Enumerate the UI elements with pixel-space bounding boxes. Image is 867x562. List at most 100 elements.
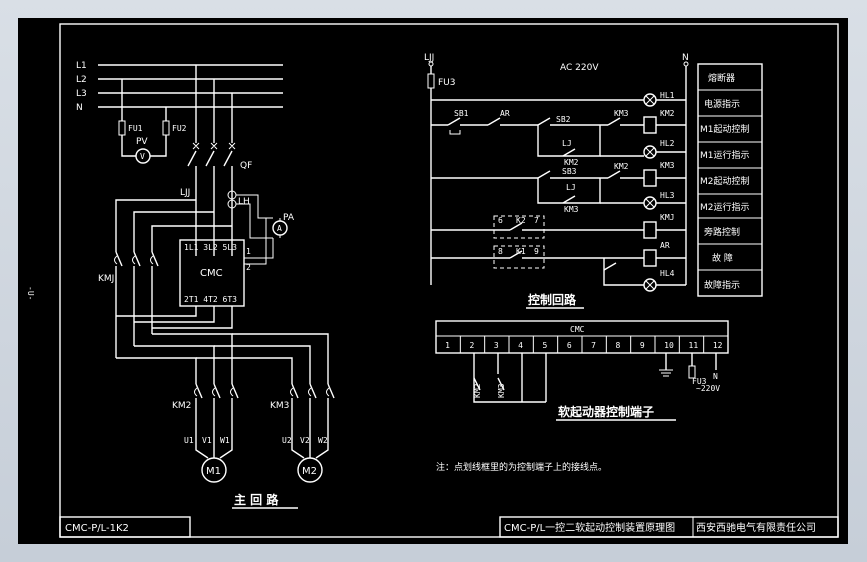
terminal-number: 8 (616, 341, 621, 350)
bus-label-l2: L2 (76, 75, 87, 85)
svg-text:M1运行指示: M1运行指示 (700, 149, 750, 161)
svg-text:M2起动控制: M2起动控制 (700, 175, 750, 187)
svg-text:旁路控制: 旁路控制 (704, 226, 740, 238)
terminal-number: 12 (713, 341, 723, 350)
title-block-left: CMC-P/L-1K2 (59, 516, 191, 538)
svg-text:V2: V2 (300, 436, 310, 445)
svg-text:N: N (682, 53, 689, 63)
side-mark: -U- (26, 286, 35, 300)
breaker-blade-2 (205, 150, 215, 167)
svg-text:M1: M1 (206, 466, 221, 477)
svg-text:M1起动控制: M1起动控制 (700, 123, 750, 135)
terminal-number: 9 (640, 341, 645, 350)
terminal-number: 11 (689, 341, 699, 350)
fuse-fu3 (427, 73, 435, 89)
svg-text:电源指示: 电源指示 (704, 98, 740, 110)
svg-text:K2: K2 (516, 216, 526, 225)
svg-text:FU3: FU3 (438, 78, 456, 88)
control-legend: 熔断器 电源指示 M1起动控制 M1运行指示 M2起动控制 M2运行指示 旁路控… (697, 63, 763, 297)
soft-starter-cmc (179, 239, 245, 307)
svg-text:CMC: CMC (570, 325, 585, 334)
svg-text:FU3: FU3 (692, 377, 707, 386)
svg-text:SB3: SB3 (562, 167, 577, 176)
svg-text:CMC-P/L-1K2: CMC-P/L-1K2 (65, 523, 129, 534)
svg-text:HL3: HL3 (660, 191, 675, 200)
svg-text:故 障: 故 障 (712, 252, 733, 264)
svg-text:FU1: FU1 (128, 124, 143, 133)
terminal-frame-k1 (493, 245, 545, 269)
main-circuit-title: 主 回 路 (234, 492, 279, 507)
svg-text:AR: AR (500, 109, 510, 118)
control-circuit-title: 控制回路 (528, 292, 577, 307)
svg-text:QF: QF (240, 161, 252, 171)
svg-text:KM2: KM2 (614, 162, 629, 171)
main-circuit: L1 L2 L3 N FU1 FU2 V PV (76, 61, 335, 509)
terminal-number: 3 (494, 341, 499, 350)
svg-text:W1: W1 (220, 436, 230, 445)
svg-text:PV: PV (136, 137, 148, 147)
svg-text:2T1 4T2 6T3: 2T1 4T2 6T3 (184, 295, 237, 304)
voltmeter (135, 148, 151, 164)
svg-text:1: 1 (246, 247, 251, 256)
coil-km3 (643, 169, 657, 187)
breaker-blade-1 (187, 150, 197, 167)
svg-text:N: N (713, 372, 718, 381)
svg-text:KM3: KM3 (497, 383, 506, 398)
svg-text:1L1 3L2 5L3: 1L1 3L2 5L3 (184, 243, 237, 252)
svg-text:~220V: ~220V (696, 384, 720, 393)
svg-text:6: 6 (498, 216, 503, 225)
svg-text:8: 8 (498, 247, 503, 256)
svg-text:AC 220V: AC 220V (560, 63, 599, 73)
terminal-number: 7 (591, 341, 596, 350)
svg-text:SB1: SB1 (454, 109, 469, 118)
motor-m1 (201, 457, 227, 483)
motor-m2 (297, 457, 323, 483)
contactor-km2: KM2 (172, 383, 239, 411)
svg-text:U1: U1 (184, 436, 194, 445)
bus-label-l1: L1 (76, 61, 87, 71)
svg-text:KM3: KM3 (270, 401, 289, 411)
bus-label-n: N (76, 103, 83, 113)
coil-km2 (643, 116, 657, 134)
terminal-number: 10 (664, 341, 674, 350)
title-block-right: CMC-P/L一控二软起动控制装置原理图 西安西驰电气有限责任公司 (499, 516, 839, 538)
breaker-blade-3 (223, 150, 233, 167)
svg-text:KM2: KM2 (473, 383, 482, 398)
svg-text:LH: LH (238, 197, 250, 207)
svg-text:A: A (277, 224, 282, 233)
terminal-number: 1 (445, 341, 450, 350)
svg-text:KM3: KM3 (660, 161, 675, 170)
control-circuit: LJJ AC 220V N FU3 HL1 (424, 53, 763, 309)
svg-text:HL2: HL2 (660, 139, 675, 148)
svg-text:LJ: LJ (566, 183, 576, 192)
svg-text:熔断器: 熔断器 (708, 72, 735, 84)
drawing-sheet: -U- L1 L2 L3 N FU1 FU2 (18, 18, 848, 544)
contactor-km3: KM3 (270, 383, 335, 411)
wiring-note: 注：点划线框里的为控制端子上的接线点。 (436, 461, 607, 473)
svg-text:KMJ: KMJ (660, 213, 674, 222)
svg-text:HL1: HL1 (660, 91, 675, 100)
svg-text:CMC-P/L一控二软起动控制装置原理图: CMC-P/L一控二软起动控制装置原理图 (504, 521, 675, 534)
svg-text:PA: PA (283, 213, 295, 223)
svg-text:9: 9 (534, 247, 539, 256)
svg-text:LJJ: LJJ (424, 53, 434, 63)
svg-text:7: 7 (534, 216, 539, 225)
svg-text:KM2: KM2 (172, 401, 191, 411)
svg-text:AR: AR (660, 241, 670, 250)
svg-text:KM2: KM2 (564, 158, 579, 167)
svg-text:KM2: KM2 (660, 109, 675, 118)
svg-text:V1: V1 (202, 436, 212, 445)
svg-text:V: V (140, 152, 145, 161)
svg-text:HL4: HL4 (660, 269, 675, 278)
terminal-number: 6 (567, 341, 572, 350)
svg-text:M2运行指示: M2运行指示 (700, 201, 750, 213)
svg-text:2: 2 (246, 263, 251, 272)
svg-text:LJJ: LJJ (180, 188, 190, 198)
terminal-block-title: 软起动器控制端子 (558, 404, 654, 419)
coil-kmj (643, 221, 657, 239)
terminal-number: 2 (470, 341, 475, 350)
fuse-fu1 (118, 120, 126, 136)
svg-text:KM3: KM3 (564, 205, 579, 214)
